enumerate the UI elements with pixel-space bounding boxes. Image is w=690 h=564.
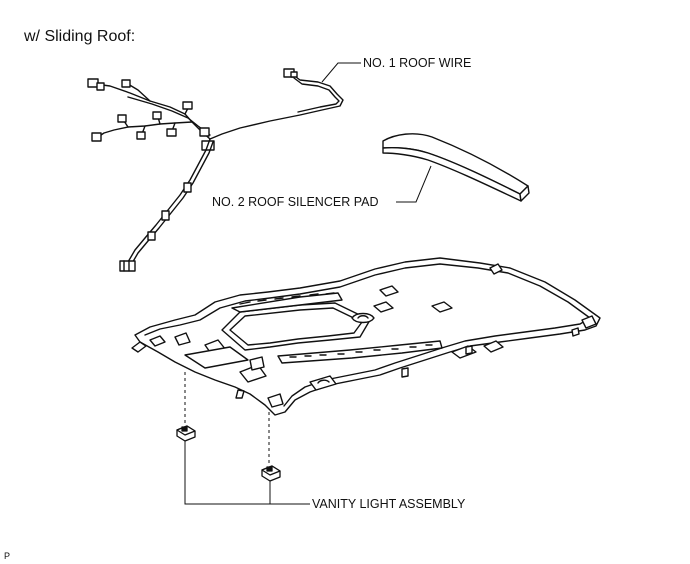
vanity-light-leader (185, 441, 310, 504)
roof-wire-leader (322, 63, 361, 82)
vanity-light-guide-lines (185, 372, 269, 465)
roof-wire-harness (88, 69, 343, 271)
vanity-light-left (177, 426, 195, 441)
vanity-light-right (262, 466, 280, 481)
variant-heading: w/ Sliding Roof: (24, 28, 136, 45)
roof-wire-callout: NO. 1 ROOF WIRE (363, 56, 472, 70)
silencer-pad-callout: NO. 2 ROOF SILENCER PAD (212, 195, 379, 209)
vanity-light-callout: VANITY LIGHT ASSEMBLY (312, 497, 466, 511)
figure-code: P (4, 551, 11, 561)
roof-silencer-pad (383, 134, 529, 201)
roof-headlining (132, 258, 600, 415)
silencer-pad-leader (396, 166, 431, 202)
